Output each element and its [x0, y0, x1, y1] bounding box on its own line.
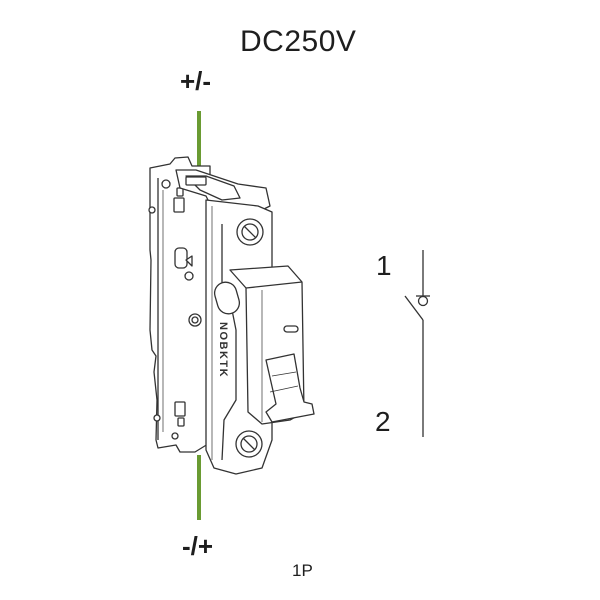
rear-housing [149, 156, 211, 453]
voltage-rating-title: DC250V [240, 25, 357, 58]
top-polarity-label: +/- [180, 66, 212, 96]
circuit-breaker: NOBKTK [148, 156, 315, 475]
rear-hole-top [161, 179, 171, 189]
indicator-window [213, 281, 241, 315]
brand-text: NOBKTK [217, 322, 229, 378]
switch-contact-arm [404, 295, 424, 321]
pole-count-label: 1P [292, 561, 313, 580]
rear-hole-middle [184, 271, 194, 281]
bottom-polarity-label: -/+ [182, 531, 214, 561]
switch-symbol [404, 250, 430, 437]
terminal-1-label: 1 [376, 250, 392, 281]
terminal-2-label: 2 [375, 406, 391, 437]
